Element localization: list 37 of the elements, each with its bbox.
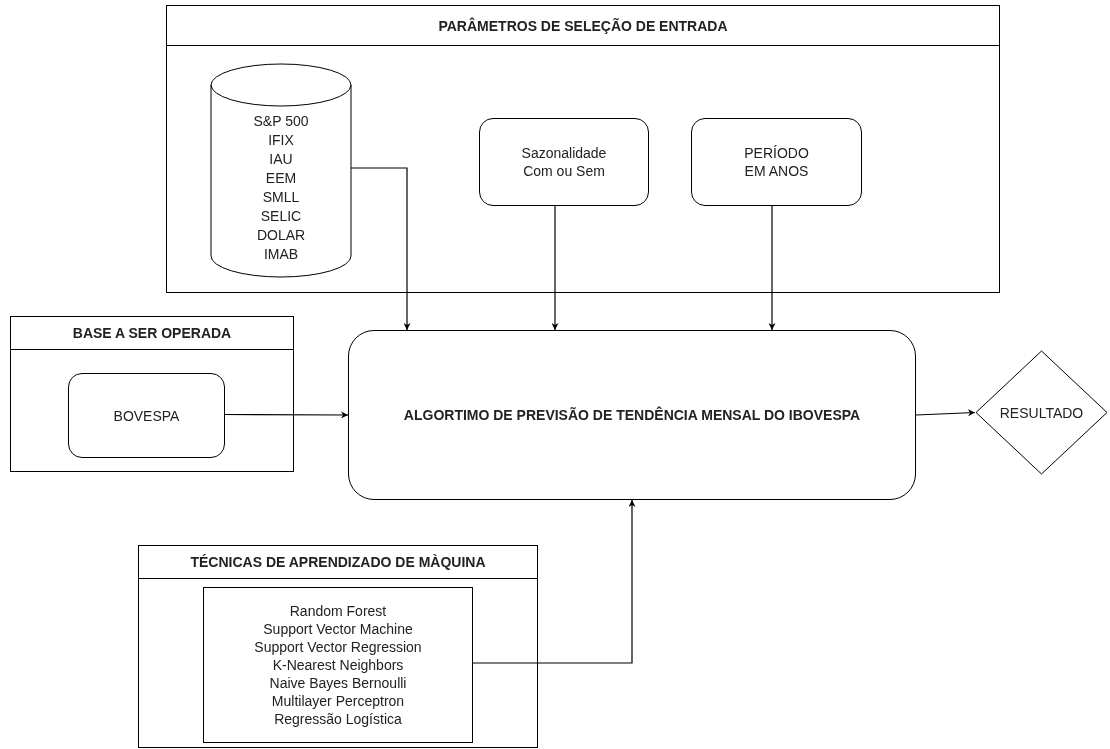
process-box [68, 373, 225, 458]
list-item: SMLL [262, 187, 300, 207]
list-item: S&P 500 [253, 111, 309, 131]
arrow [915, 409, 976, 417]
arrow [551, 204, 559, 331]
list-item: DOLAR [256, 225, 306, 245]
list-item: K-Nearest Neighbors [272, 656, 404, 674]
decision-label: RESULTADO [998, 403, 1085, 422]
group-panel [138, 545, 538, 748]
process-box [203, 587, 473, 743]
arrow [223, 411, 349, 419]
process-box [479, 118, 649, 206]
panel-heading: BASE A SER OPERADA [11, 317, 293, 350]
list-item: Random Forest [289, 602, 387, 620]
panel-heading: PARÂMETROS DE SELEÇÃO DE ENTRADA [167, 6, 999, 46]
node-label: ALGORTIMO DE PREVISÃO DE TENDÊNCIA MENSAL DO IBOVESPA [402, 406, 862, 424]
arrow [471, 499, 636, 664]
process-box [348, 330, 916, 500]
list-item: SELIC [260, 206, 302, 226]
list-item: Naive Bayes Bernoulli [269, 674, 407, 692]
node-label: Sazonalidade Com ou Sem [520, 144, 608, 180]
group-panel [10, 316, 294, 472]
list-item: EEM [265, 168, 297, 188]
node-label: BOVESPA [112, 406, 181, 425]
list-item: Support Vector Regression [254, 638, 422, 656]
arrow [768, 204, 776, 331]
process-box [691, 118, 862, 206]
list-item: Multilayer Perceptron [271, 692, 405, 710]
list-item: IMAB [263, 244, 299, 264]
arrow [350, 167, 411, 331]
list-item: IAU [269, 149, 293, 169]
list-item: IFIX [268, 130, 294, 150]
list-item: Regressão Logística [274, 710, 402, 728]
panel-heading: TÉCNICAS DE APRENDIZADO DE MÀQUINA [139, 546, 537, 579]
group-panel [166, 5, 1000, 293]
list-item: Support Vector Machine [263, 620, 413, 638]
node-label: PERÍODO EM ANOS [743, 144, 810, 180]
